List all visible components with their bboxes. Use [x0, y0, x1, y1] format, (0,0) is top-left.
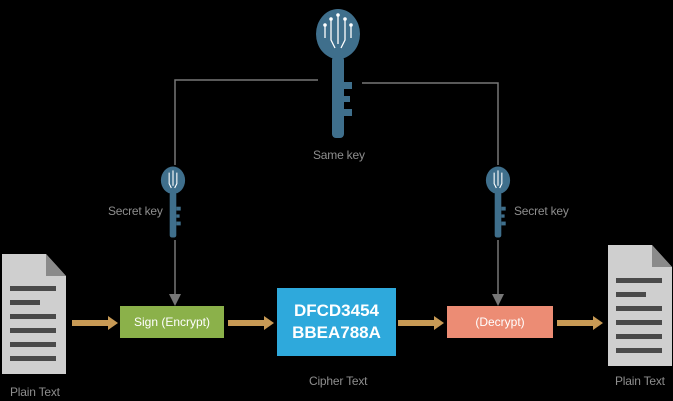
cipher-text-box: DFCD3454 BBEA788A [277, 288, 396, 356]
sign-encrypt-label: Sign (Encrypt) [133, 315, 211, 329]
plain-text-right-document-icon [608, 245, 672, 366]
same-key-connector-left [174, 79, 318, 165]
plain-text-left-label: Plain Text [10, 385, 60, 399]
cipher-text-label: Cipher Text [309, 374, 368, 388]
same-key-connector-right [362, 82, 499, 165]
secret-key-left-icon [160, 166, 186, 238]
flow-arrow-4 [557, 316, 603, 330]
flow-arrow-3 [398, 316, 444, 330]
secret-key-left-label: Secret key [108, 204, 163, 218]
plain-text-left-document-icon [2, 254, 66, 374]
same-key-label: Same key [313, 148, 365, 162]
sign-encrypt-box: Sign (Encrypt) [120, 306, 224, 338]
same-key-icon [316, 9, 360, 138]
cipher-line-1: DFCD3454 [293, 301, 380, 320]
decrypt-label: (Decrypt) [475, 315, 525, 329]
flow-arrows [72, 316, 603, 330]
secret-key-right-icon [485, 166, 511, 238]
secret-key-right-label: Secret key [514, 204, 569, 218]
plain-text-right-label: Plain Text [615, 374, 665, 388]
cipher-line-2: BBEA788A [292, 323, 381, 342]
flow-arrow-1 [72, 316, 118, 330]
decrypt-box: (Decrypt) [447, 306, 553, 338]
flow-arrow-2 [228, 316, 274, 330]
